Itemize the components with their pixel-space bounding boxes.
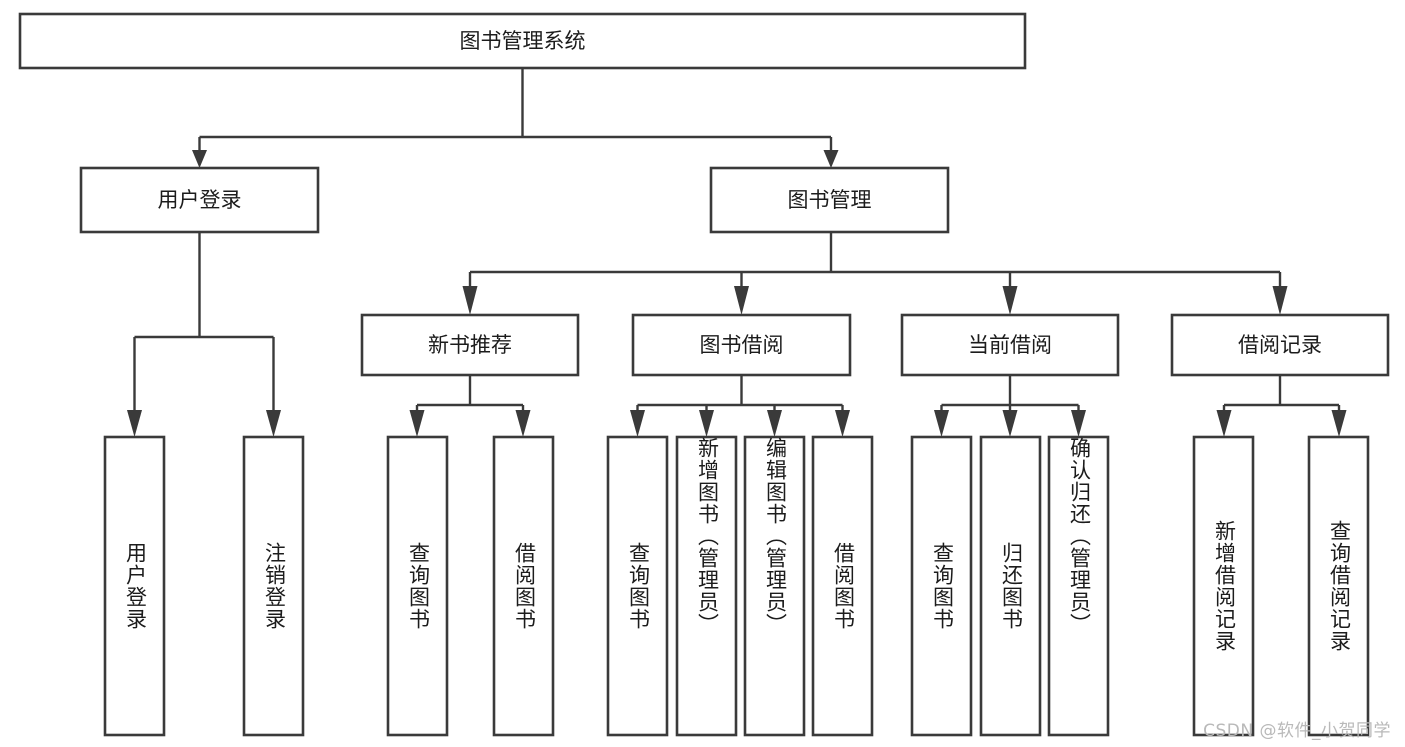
arrowhead-leaf-query-book-3 [934, 410, 949, 437]
leaf-box-edit-book[interactable] [743, 435, 806, 737]
arrowhead-leaf-add-book [699, 410, 714, 437]
leaf-box-add-book[interactable] [675, 435, 738, 737]
node-current-borrow[interactable]: 当前借阅 [900, 313, 1120, 377]
leaf-box-borrow-book-2[interactable] [811, 435, 874, 737]
node-user-login-label: 用户登录 [158, 188, 242, 212]
arrowhead-leaf-confirm-return [1071, 410, 1086, 437]
node-book-borrow-box[interactable] [631, 313, 852, 377]
node-borrow-record-label: 借阅记录 [1238, 333, 1322, 357]
node-book-manage-label: 图书管理 [788, 188, 872, 212]
node-root[interactable]: 图书管理系统 [18, 12, 1027, 70]
leaf-box-query-book-2[interactable] [606, 435, 669, 737]
node-borrow-record[interactable]: 借阅记录 [1170, 313, 1390, 377]
arrowhead-leaf-query-book-1 [409, 410, 425, 437]
node-new-book-recommend[interactable]: 新书推荐 [360, 313, 580, 377]
leaf-box-user-login[interactable] [103, 435, 166, 737]
node-book-borrow-label: 图书借阅 [700, 333, 784, 357]
node-new-book-recommend-box[interactable] [360, 313, 580, 377]
node-current-borrow-label: 当前借阅 [968, 333, 1052, 357]
arrowhead-leaf-borrow-book-1 [515, 410, 531, 437]
arrowhead-leaf-add-record [1216, 410, 1232, 437]
node-root-box[interactable] [18, 12, 1027, 70]
node-borrow-record-box[interactable] [1170, 313, 1390, 377]
node-new-book-recommend-label: 新书推荐 [428, 333, 512, 357]
arrowhead-leaf-borrow-book-2 [835, 410, 850, 437]
leaf-box-add-record[interactable] [1192, 435, 1255, 737]
node-root-label: 图书管理系统 [460, 29, 586, 53]
arrowhead-leaf-query-book-2 [630, 410, 645, 437]
node-user-login-box[interactable] [79, 166, 320, 234]
node-book-borrow[interactable]: 图书借阅 [631, 313, 852, 377]
leaf-box-layer [103, 435, 1370, 737]
watermark-text: CSDN @软件_小贺同学 [1203, 721, 1391, 741]
leaf-box-borrow-book-1[interactable] [492, 435, 555, 737]
node-book-manage-box[interactable] [709, 166, 950, 234]
arrowhead-leaf-user-logout [266, 410, 281, 437]
node-user-login[interactable]: 用户登录 [79, 166, 320, 234]
leaf-box-confirm-return[interactable] [1047, 435, 1110, 737]
leaf-box-query-record[interactable] [1307, 435, 1370, 737]
node-current-borrow-box[interactable] [900, 313, 1120, 377]
arrowhead-leaf-query-record [1331, 410, 1347, 437]
arrowhead-user-login [192, 150, 207, 168]
leaf-box-query-book-3[interactable] [910, 435, 973, 737]
arrowhead-leaf-user-login [127, 410, 142, 437]
arrowhead-book-borrow [734, 286, 749, 315]
arrowhead-leaf-edit-book [767, 410, 782, 437]
arrowhead-borrow-record [1272, 286, 1288, 315]
node-book-manage[interactable]: 图书管理 [709, 166, 950, 234]
arrowhead-current-borrow [1002, 286, 1018, 315]
arrowhead-new-book-recommend [462, 286, 478, 315]
arrowhead-book-manage [823, 150, 839, 168]
leaf-box-return-book[interactable] [979, 435, 1042, 737]
arrowhead-leaf-return-book [1002, 410, 1018, 437]
connector-layer [127, 68, 1347, 437]
leaf-box-query-book-1[interactable] [386, 435, 449, 737]
leaf-box-user-logout[interactable] [242, 435, 305, 737]
